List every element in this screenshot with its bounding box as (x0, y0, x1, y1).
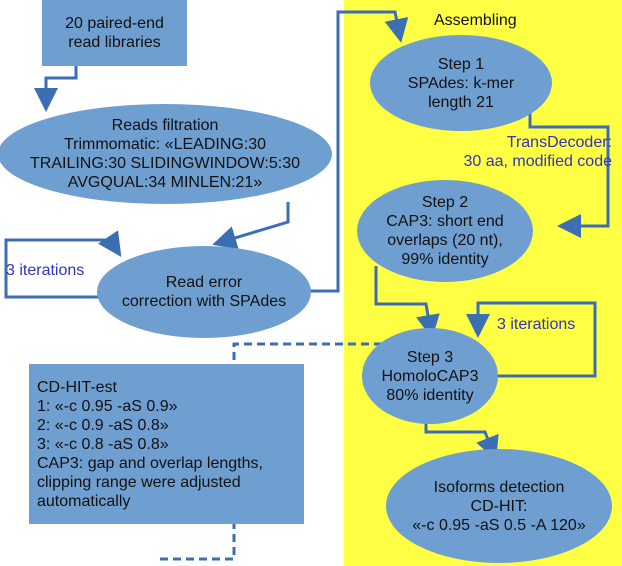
arrow-step2-to-step3 (374, 266, 440, 339)
step2-node: Step 2 CAP3: short end overlaps (20 nt),… (357, 180, 533, 282)
reads-filtration-node: Reads filtration Trimmomatic: «LEADING:3… (0, 104, 332, 204)
step1-node: Step 1 SPAdes: k-mer length 21 (370, 35, 552, 131)
arrow-filtration-to-correction (212, 202, 290, 250)
arrow-correction-to-step1 (310, 10, 409, 293)
loop-step3-iterations (466, 301, 597, 378)
loop-correction-iterations (4, 230, 122, 299)
iterations-label-right: 3 iterations (497, 316, 576, 333)
assembling-title: Assembling (434, 12, 517, 29)
read-libraries-box: 20 paired-end read libraries (42, 0, 187, 66)
isoforms-detection-node: Isoforms detection CD-HIT: «-c 0.95 -aS … (386, 449, 612, 563)
iterations-label-left: 3 iterations (6, 262, 85, 279)
arrow-step1-to-step2 (528, 95, 610, 238)
read-error-correction-node: Read error correction with SPAdes (97, 246, 311, 338)
cd-hit-est-box: CD-HIT-est 1: «-c 0.95 -aS 0.9» 2: «-c 0… (29, 364, 304, 524)
step3-node: Step 3 HomoloCAP3 80% identity (362, 328, 498, 424)
arrow-libraries-to-filtration (34, 66, 78, 112)
transdecoder-annotation: TransDecoder: 30 aa, modified code (463, 134, 612, 170)
